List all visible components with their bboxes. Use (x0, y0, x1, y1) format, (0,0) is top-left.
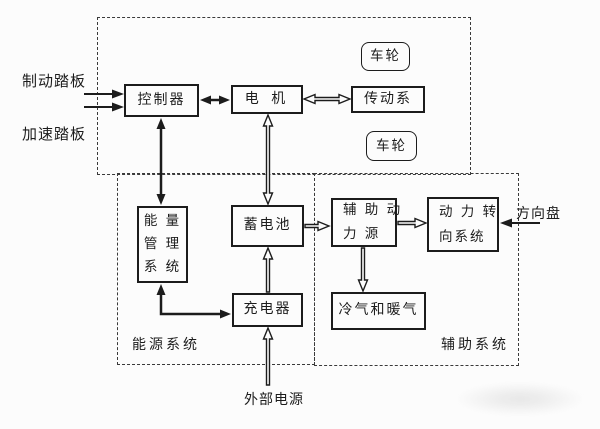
arrow-aux-power-to-hvac (357, 247, 369, 293)
box-wheel-top: 车轮 (361, 42, 410, 71)
transmission-label: 传动系 (364, 90, 412, 107)
steering-wheel-label: 方向盘 (516, 206, 561, 222)
battery-label: 蓄电池 (243, 217, 292, 234)
wheel-bottom-label: 车轮 (376, 137, 407, 154)
aux-power-line1: 辅 助 动 (343, 201, 403, 218)
arrow-accelerator-to-controller (84, 102, 124, 112)
box-energy-management: 能 量 管 理 系 统 (137, 206, 188, 283)
controller-label: 控制器 (137, 91, 186, 108)
wheel-top-label: 车轮 (370, 48, 401, 65)
arrow-steering-wheel-to-power-steering (500, 218, 540, 228)
energy-mgmt-line2: 管 理 (143, 236, 182, 253)
energy-system-group-label: 能源系统 (132, 337, 200, 353)
arrow-energy-mgmt-charger (156, 284, 231, 319)
arrow-motor-battery (262, 113, 274, 206)
power-steering-line2: 向系统 (439, 228, 486, 245)
arrow-brake-to-controller (84, 89, 124, 99)
box-charger: 充电器 (232, 293, 303, 327)
box-battery: 蓄电池 (231, 205, 304, 247)
energy-mgmt-line1: 能 量 (143, 213, 182, 230)
arrow-charger-to-battery (262, 246, 274, 293)
arrow-aux-power-to-power-steering (397, 217, 428, 229)
aux-power-line2: 力 源 (343, 225, 381, 242)
charger-label: 充电器 (243, 301, 292, 318)
box-aux-power: 辅 助 动 力 源 (331, 198, 400, 247)
box-transmission: 传动系 (351, 86, 425, 113)
auxiliary-system-group-label: 辅助系统 (441, 337, 509, 353)
box-wheel-bottom: 车轮 (366, 131, 417, 161)
box-power-steering: 动 力 转 向系统 (427, 197, 499, 252)
box-controller: 控制器 (124, 84, 199, 117)
energy-mgmt-line3: 系 统 (143, 258, 182, 275)
box-hvac: 冷气和暖气 (331, 292, 426, 330)
arrow-controller-energy-mgmt (156, 118, 166, 205)
arrow-motor-transmission (302, 93, 352, 105)
arrow-battery-to-aux-power (304, 220, 331, 232)
group-auxiliary-system (314, 173, 519, 366)
group-drive-system (97, 17, 471, 175)
box-motor: 电 机 (231, 85, 303, 114)
arrow-controller-motor (200, 95, 230, 105)
arrow-external-power-to-charger (262, 326, 274, 386)
accelerator-pedal-label: 加速踏板 (22, 125, 87, 143)
hvac-label: 冷气和暖气 (338, 302, 419, 319)
brake-pedal-label: 制动踏板 (22, 72, 87, 90)
external-power-label: 外部电源 (244, 392, 304, 408)
power-steering-line1: 动 力 转 (439, 204, 499, 221)
motor-label: 电 机 (244, 90, 290, 107)
